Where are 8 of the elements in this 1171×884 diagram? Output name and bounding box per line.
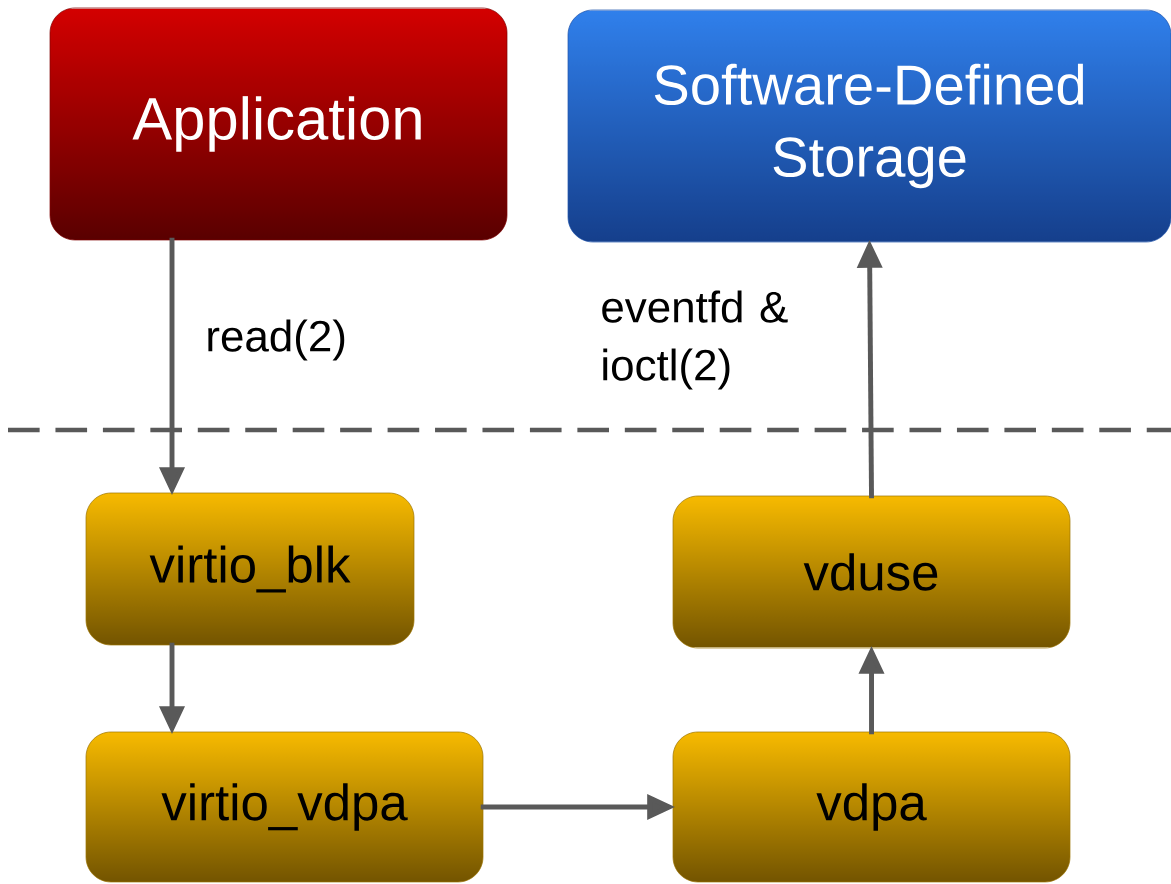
edge-label: read(2) bbox=[208, 319, 345, 361]
module-box: vduse bbox=[672, 495, 1071, 649]
storage-box: Software-Defined Storage bbox=[567, 9, 1171, 243]
module-box: virtio_blk bbox=[85, 492, 415, 646]
edge-label: eventfd & ioctl(2) bbox=[602, 290, 788, 390]
module-box: vdpa bbox=[672, 731, 1071, 883]
application-box: Application bbox=[49, 7, 508, 241]
module-box: virtio_vdpa bbox=[85, 731, 484, 883]
